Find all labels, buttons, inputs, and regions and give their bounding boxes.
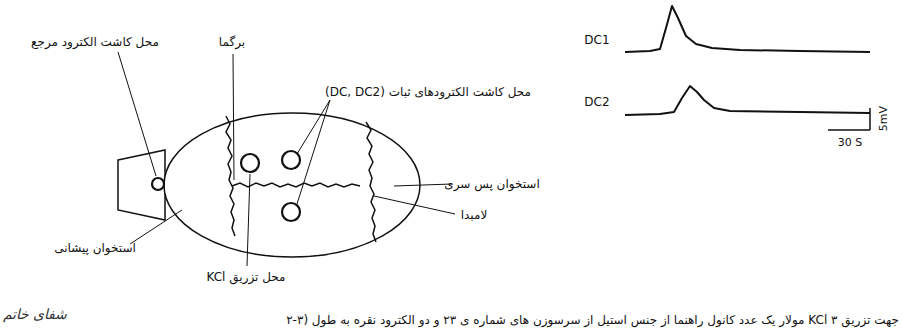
body-text: جهت تزریق KCl ۳ مولار یک عدد کانول راهنم… bbox=[286, 313, 899, 327]
electrode-site bbox=[152, 178, 164, 190]
leader-line bbox=[374, 196, 455, 214]
part-label: محل تزریق KCl bbox=[207, 270, 286, 284]
leader-line bbox=[233, 54, 234, 180]
skull-outline bbox=[164, 113, 420, 257]
signal-trace bbox=[625, 86, 870, 115]
leader-line bbox=[297, 100, 330, 204]
lambdoid-suture bbox=[366, 122, 376, 242]
signal-trace bbox=[625, 6, 870, 52]
leader-line bbox=[297, 100, 330, 154]
electrode-site bbox=[282, 203, 300, 221]
part-label: برگما bbox=[219, 35, 245, 49]
part-label: محل کاشت الکترودهای ثبات (DC, DC2) bbox=[325, 85, 531, 99]
scale-label: 30 S bbox=[838, 136, 862, 149]
leader-line bbox=[118, 52, 156, 176]
part-label: استخوان پیشانی bbox=[54, 241, 136, 255]
scale-bar bbox=[869, 108, 871, 130]
watermark: شفای خاتم bbox=[3, 306, 67, 323]
part-label: استخوان پس سری bbox=[444, 177, 539, 191]
nasal-bone bbox=[118, 150, 165, 220]
leader-line bbox=[247, 174, 250, 266]
scale-label: 5mV bbox=[877, 106, 890, 131]
part-label: لامبدا bbox=[461, 208, 488, 222]
scale-bar bbox=[828, 129, 870, 131]
signal-name: DC1 bbox=[584, 33, 609, 47]
leader-line bbox=[394, 184, 452, 186]
leader-line bbox=[130, 210, 182, 244]
part-label: محل کاشت الکترود مرجع bbox=[31, 35, 159, 49]
sagittal-suture bbox=[232, 183, 360, 187]
signal-name: DC2 bbox=[584, 95, 609, 109]
injection-site bbox=[241, 154, 259, 172]
